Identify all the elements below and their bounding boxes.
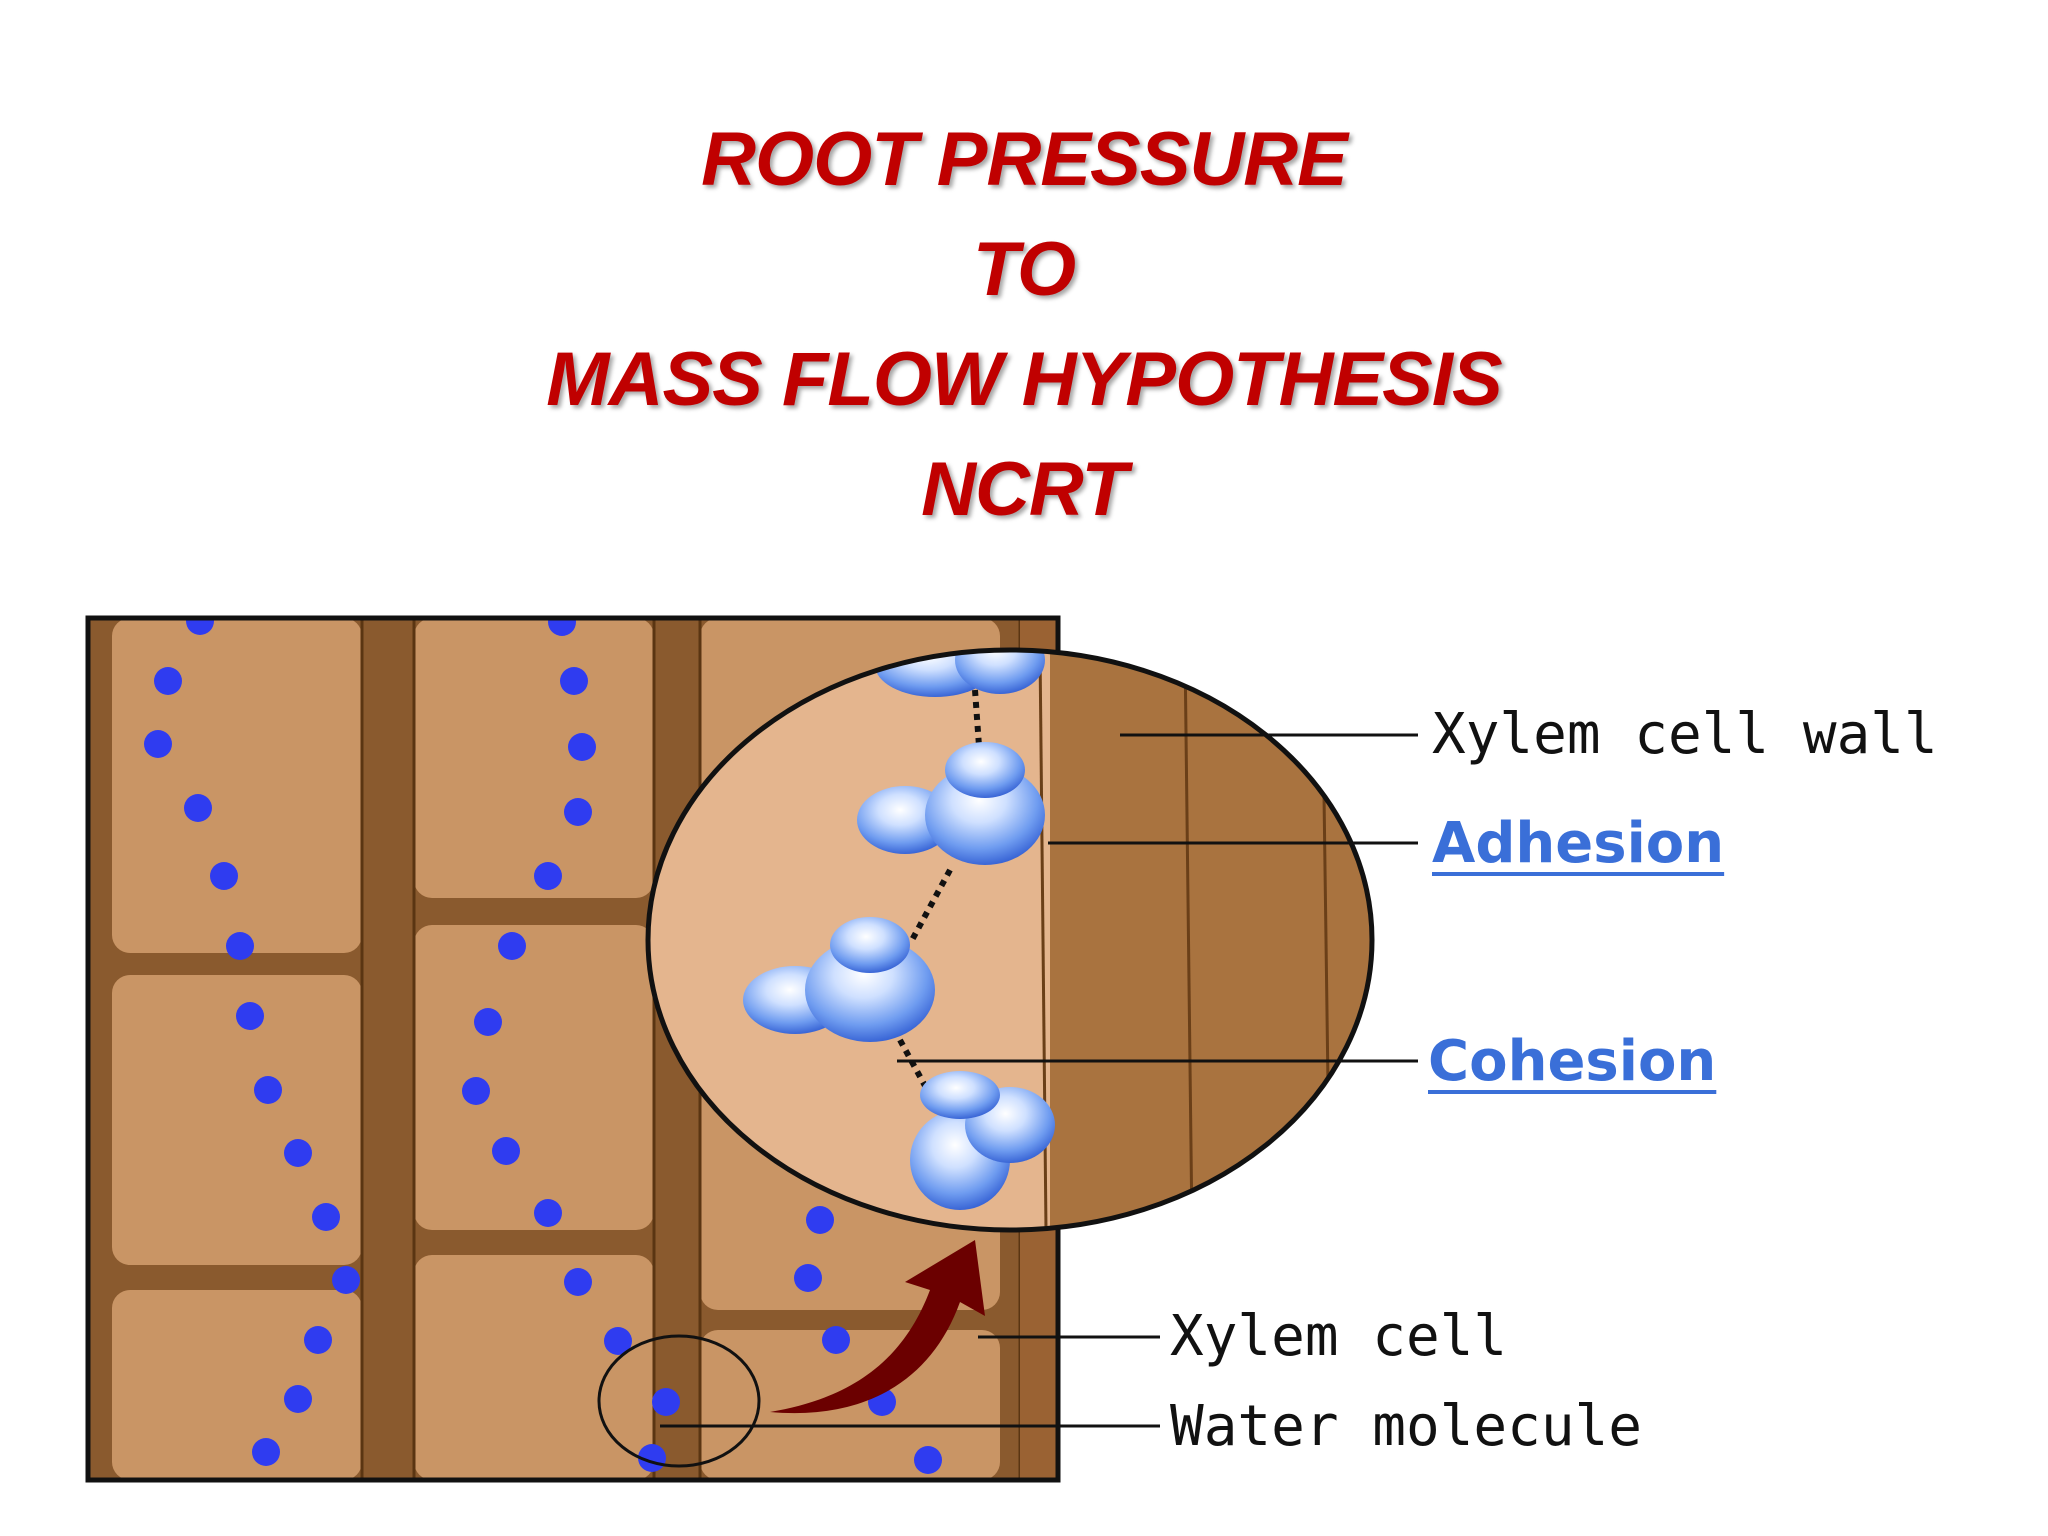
label-adhesion[interactable]: Adhesion <box>1432 811 1725 876</box>
zoom-arrow-icon <box>770 1240 985 1414</box>
magnified-water-molecules <box>743 650 1055 1210</box>
label-water-molecule: Water molecule <box>1170 1394 1643 1459</box>
xylem-tissue-panel <box>88 618 1058 1480</box>
title-line-4: NCRT <box>921 447 1128 532</box>
title-line-2: TO <box>972 227 1076 312</box>
water-dots <box>144 618 942 1474</box>
water-highlight-circle <box>597 1334 761 1468</box>
label-xylem-cell: Xylem cell <box>1170 1304 1508 1369</box>
title-line-1: ROOT PRESSURE <box>701 117 1348 202</box>
label-xylem-cell-wall: Xylem cell wall <box>1432 702 1938 767</box>
slide-title: ROOT PRESSURE TO MASS FLOW HYPOTHESIS NC… <box>0 105 2048 545</box>
magnified-circle-border <box>645 647 1375 1233</box>
leader-lines <box>660 733 1418 1428</box>
magnified-view <box>648 650 1372 1230</box>
title-line-3: MASS FLOW HYPOTHESIS <box>546 337 1502 422</box>
label-cohesion[interactable]: Cohesion <box>1428 1029 1717 1094</box>
